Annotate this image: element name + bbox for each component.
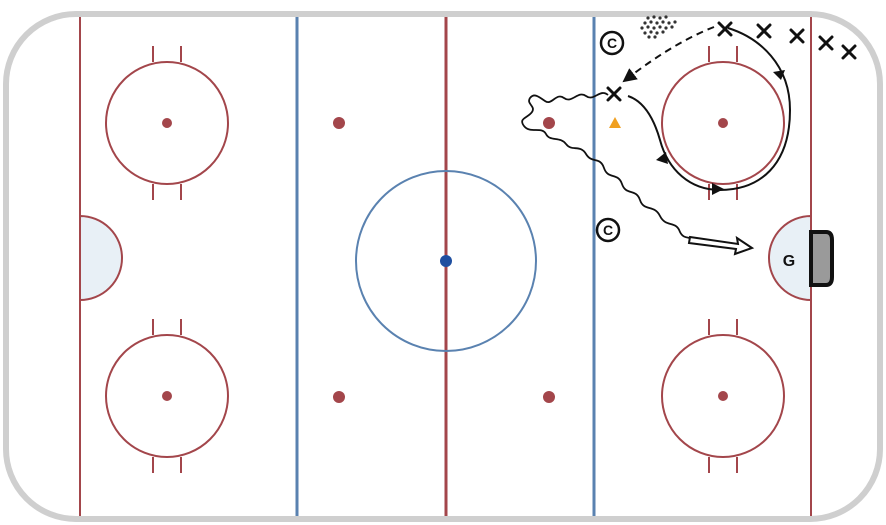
coach-icon: C — [595, 217, 621, 243]
svg-text:C: C — [607, 35, 617, 51]
route-arrow — [773, 70, 785, 80]
svg-text:G: G — [783, 253, 795, 270]
skate-route-outer — [627, 27, 792, 192]
pucks-icon — [640, 15, 677, 39]
neutral-dot-bottom-left — [333, 391, 345, 403]
stickhandling-path — [521, 92, 695, 241]
pass-path — [622, 26, 715, 83]
x-player-icon — [841, 44, 857, 60]
route-arrow — [712, 183, 724, 195]
x-player-icon — [606, 86, 622, 102]
right-goal-crease — [768, 214, 812, 302]
left-goal-crease — [79, 214, 123, 302]
neutral-dot-top-left — [333, 117, 345, 129]
shot-arrow-icon — [687, 235, 755, 256]
x-player-icon — [789, 28, 805, 44]
goalie-icon: G — [783, 253, 795, 270]
faceoff-circle-top-right — [661, 46, 785, 200]
route-arrow — [656, 152, 668, 164]
faceoff-circle-top-left — [105, 46, 229, 200]
neutral-dot-top-right — [543, 117, 555, 129]
cone-icon — [609, 117, 621, 128]
net-icon — [809, 230, 834, 287]
rink-boards — [3, 11, 883, 522]
coach-icon: C — [599, 30, 625, 56]
player-line — [717, 21, 857, 60]
svg-text:C: C — [603, 222, 613, 238]
neutral-dot-bottom-right — [543, 391, 555, 403]
center-circle — [355, 170, 537, 352]
x-player-icon — [717, 21, 733, 37]
faceoff-circle-bottom-left — [105, 319, 229, 473]
x-player-icon — [818, 35, 834, 51]
faceoff-circle-bottom-right — [661, 319, 785, 473]
center-faceoff-dot — [440, 255, 452, 267]
x-player-icon — [756, 23, 772, 39]
